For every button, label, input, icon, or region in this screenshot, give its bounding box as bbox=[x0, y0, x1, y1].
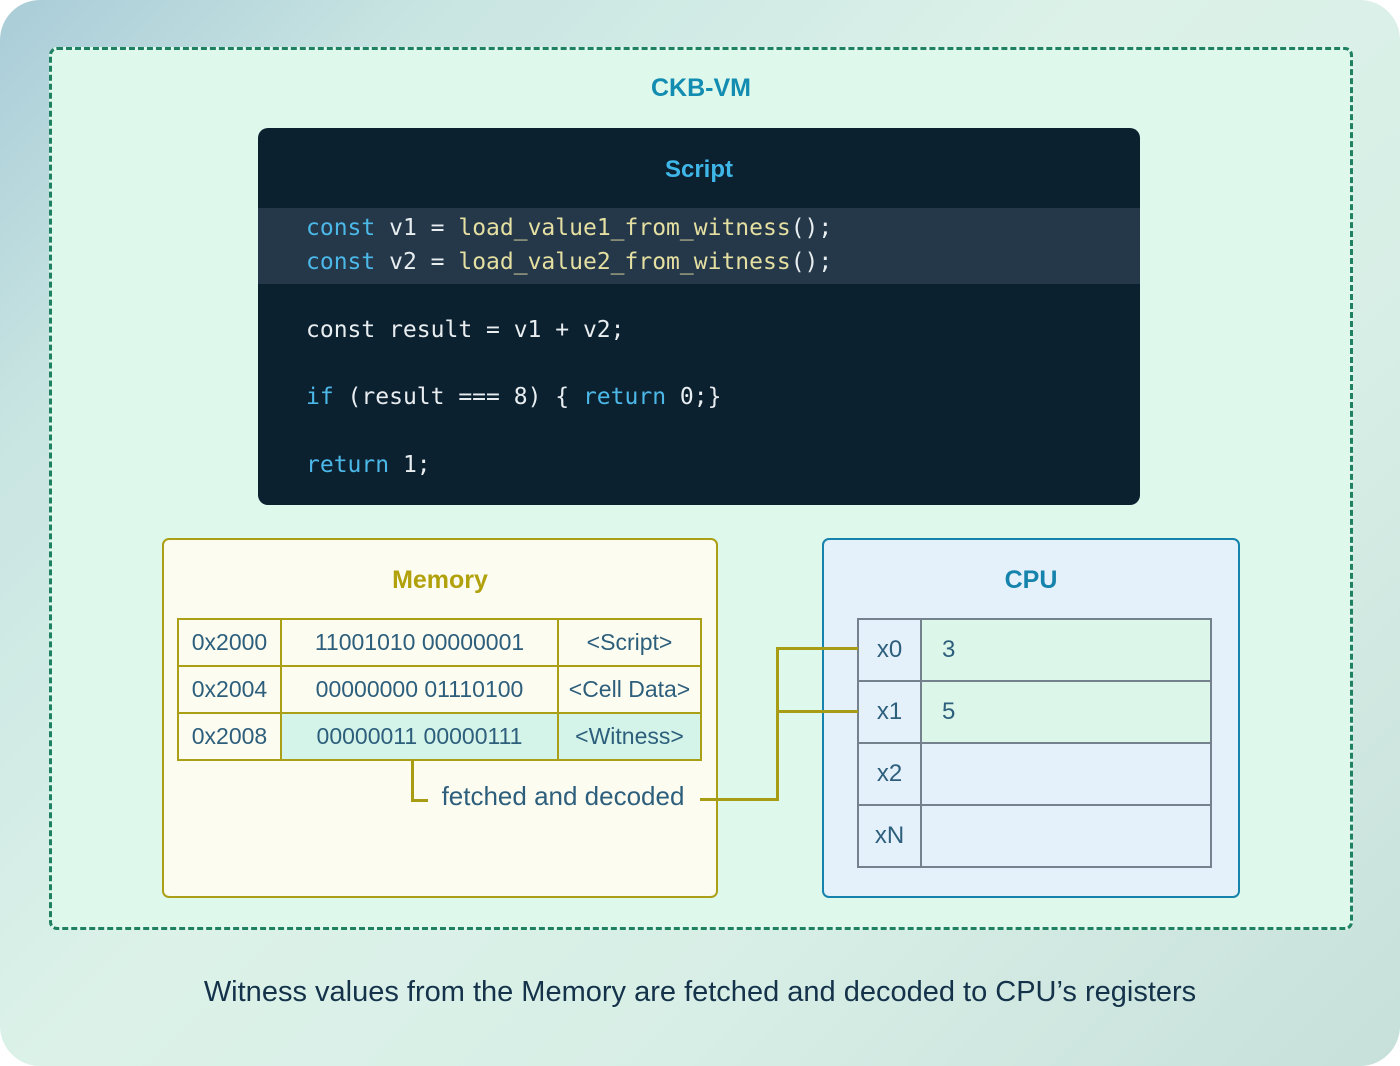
code-token-plain: 0;} bbox=[666, 384, 722, 410]
code-line: return 1; bbox=[306, 451, 431, 479]
register-name-cell: x0 bbox=[857, 618, 922, 682]
register-value-cell bbox=[920, 804, 1212, 868]
memory-value-cell: 00000011 00000111 bbox=[280, 712, 559, 761]
script-code: const v1 = load_value1_from_witness();co… bbox=[258, 128, 1140, 505]
code-token-kw: return bbox=[582, 384, 667, 410]
memory-label-cell: <Cell Data> bbox=[557, 665, 702, 714]
ckb-vm-title: CKB-VM bbox=[651, 74, 751, 102]
memory-value-cell: 11001010 00000001 bbox=[280, 618, 559, 667]
code-token-plain: (result === 8) { bbox=[333, 384, 583, 410]
memory-title: Memory bbox=[392, 566, 488, 594]
memory-value-cell: 00000000 01110100 bbox=[280, 665, 559, 714]
connector-horizontal-to-riser bbox=[700, 798, 779, 801]
code-token-kw: return bbox=[306, 452, 390, 478]
memory-label-cell: <Witness> bbox=[557, 712, 702, 761]
code-highlight-band bbox=[258, 208, 1140, 284]
code-token-fn: load_value2_from_witness bbox=[458, 249, 791, 275]
script-title: Script bbox=[664, 156, 733, 183]
register-name-cell: x1 bbox=[857, 680, 922, 744]
caption: Witness values from the Memory are fetch… bbox=[203, 976, 1197, 1008]
memory-address-cell: 0x2000 bbox=[177, 618, 282, 667]
code-token-plain: 1; bbox=[389, 452, 431, 478]
memory-address-cell: 0x2008 bbox=[177, 712, 282, 761]
register-value-cell bbox=[920, 742, 1212, 806]
connector-branch-x0 bbox=[776, 647, 858, 650]
register-name-cell: xN bbox=[857, 804, 922, 868]
code-line: const v2 = load_value2_from_witness(); bbox=[306, 248, 832, 276]
connector-riser bbox=[776, 647, 779, 801]
memory-label-cell: <Script> bbox=[557, 618, 702, 667]
code-token-kw: const bbox=[306, 215, 376, 241]
register-value-cell: 3 bbox=[920, 618, 1212, 682]
fetched-decoded-label: fetched and decoded bbox=[441, 781, 685, 811]
script-panel: Script const v1 = load_value1_from_witne… bbox=[258, 128, 1140, 505]
connector-witness-elbow-vertical bbox=[411, 759, 414, 802]
code-token-plain: const result = v1 + v2; bbox=[306, 317, 625, 343]
code-line: if (result === 8) { return 0;} bbox=[306, 383, 721, 411]
code-line: const v1 = load_value1_from_witness(); bbox=[306, 214, 832, 242]
code-token-kw: if bbox=[306, 384, 334, 410]
connector-witness-elbow-foot bbox=[411, 799, 428, 802]
code-token-plain: v2 = bbox=[375, 249, 459, 275]
memory-address-cell: 0x2004 bbox=[177, 665, 282, 714]
code-line: const result = v1 + v2; bbox=[306, 316, 625, 344]
code-token-plain: (); bbox=[790, 215, 833, 241]
cpu-register-row: x2 bbox=[857, 742, 1212, 806]
register-name-cell: x2 bbox=[857, 742, 922, 806]
code-token-plain: (); bbox=[790, 249, 833, 275]
code-token-plain: v1 = bbox=[375, 215, 459, 241]
code-token-fn: load_value1_from_witness bbox=[458, 215, 791, 241]
code-token-kw: const bbox=[306, 249, 376, 275]
cpu-title: CPU bbox=[1004, 566, 1058, 594]
register-value-cell: 5 bbox=[920, 680, 1212, 744]
cpu-register-row: xN bbox=[857, 804, 1212, 868]
connector-branch-x1 bbox=[776, 710, 858, 713]
